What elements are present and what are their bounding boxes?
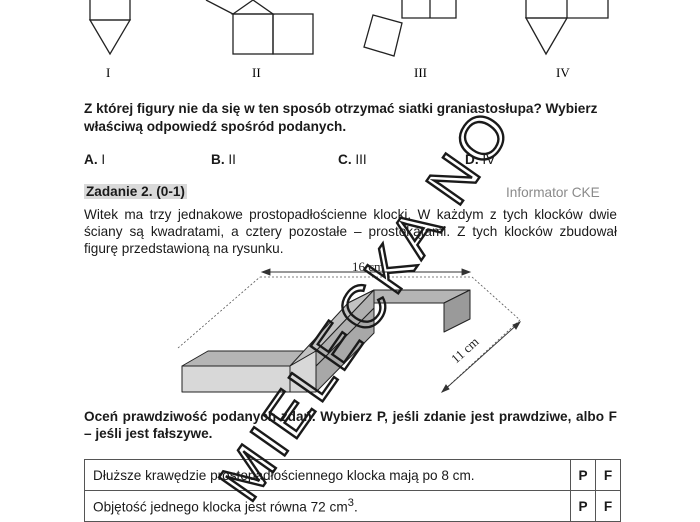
answer-value: IV <box>482 152 496 167</box>
blocks-figure: 16 cm 11 cm <box>177 259 522 393</box>
answer-value: III <box>355 152 367 167</box>
statement-1-false-option[interactable]: F <box>595 459 621 491</box>
table-row: Objętość jednego klocka jest równa 72 cm… <box>84 490 621 522</box>
answer-option-a[interactable]: A. I <box>84 152 105 167</box>
figure-label-1: I <box>106 65 110 80</box>
statement-2-true-option[interactable]: P <box>570 490 596 522</box>
answer-value: II <box>228 152 236 167</box>
block-2-face <box>315 289 375 367</box>
answer-value: I <box>101 152 106 167</box>
net-figure-1 <box>88 0 132 56</box>
statement-1-true-option[interactable]: P <box>570 459 596 491</box>
answer-letter: A. <box>84 152 98 167</box>
figure-label-3: III <box>414 65 427 80</box>
statement-2-tail: . <box>353 499 358 515</box>
statement-2: Objętość jednego klocka jest równa 72 cm… <box>84 490 571 522</box>
answer-letter: C. <box>338 152 352 167</box>
prism-nets-figures: I II III IV <box>88 0 609 80</box>
statement-2-text: Objętość jednego klocka jest równa 72 cm <box>93 499 348 515</box>
arrowhead <box>461 268 472 276</box>
length-label: 16 cm <box>352 259 384 274</box>
statement-2-exponent: 3 <box>347 497 354 510</box>
task-2-text: Witek ma trzy jednakowe prostopadłościen… <box>84 207 617 256</box>
table-row: Dłuższe krawędzie prostopadłościennego k… <box>84 459 621 491</box>
figure-label-2: II <box>252 65 261 80</box>
net-figure-4 <box>524 0 609 56</box>
net-figure-2 <box>205 0 314 55</box>
block-3-side <box>443 289 471 333</box>
answer-option-b[interactable]: B. II <box>211 152 236 167</box>
answer-option-d[interactable]: D. IV <box>465 152 495 167</box>
block-1-front <box>181 365 291 393</box>
statement-1: Dłuższe krawędzie prostopadłościennego k… <box>84 459 571 491</box>
statement-2-false-option[interactable]: F <box>595 490 621 522</box>
answer-option-c[interactable]: C. III <box>338 152 367 167</box>
arrowhead <box>512 321 522 330</box>
width-arrow <box>441 321 521 393</box>
answer-letter: D. <box>465 152 479 167</box>
figure-label-4: IV <box>556 65 570 80</box>
task-2-instruction: Oceń prawdziwość podanych zdań. Wybierz … <box>84 409 617 441</box>
task-2-title: Zadanie 2. (0-1) <box>84 184 187 199</box>
answer-letter: B. <box>211 152 225 167</box>
net-figure-3 <box>363 0 457 57</box>
arrowhead <box>260 268 271 276</box>
arrowhead <box>440 384 450 393</box>
true-false-table: Dłuższe krawędzie prostopadłościennego k… <box>84 459 621 522</box>
question-1-text: Z której figury nie da się w ten sposób … <box>84 101 598 134</box>
task-source: Informator CKE <box>506 185 600 200</box>
